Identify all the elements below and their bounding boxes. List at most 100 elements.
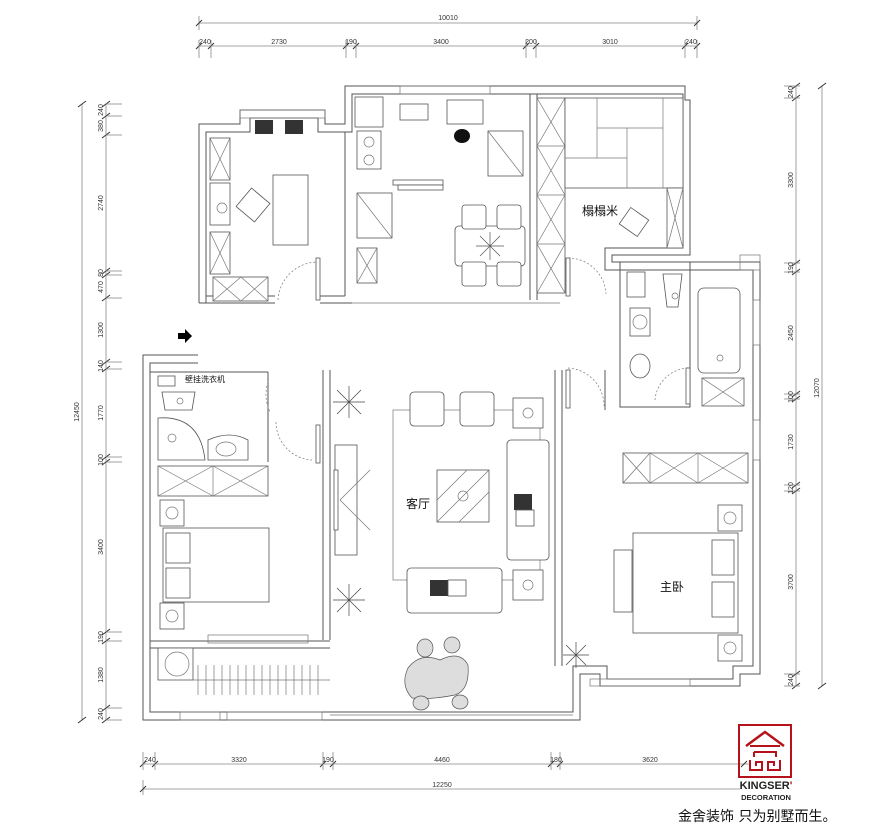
dining-chair	[461, 204, 487, 230]
pillow-icon	[430, 580, 448, 596]
dim-top-seg-3: 3400	[433, 39, 449, 46]
dim-bottom-seg-3: 4460	[434, 757, 450, 764]
armchair	[409, 391, 445, 427]
dim-right-seg-0: 240	[788, 86, 795, 98]
dim-left-seg-1: 380	[98, 120, 105, 132]
washbasin	[629, 353, 651, 379]
chair-icon	[235, 187, 271, 223]
brand-text: KINGSER	[739, 780, 790, 792]
dim-top-seg-1: 2730	[271, 39, 287, 46]
bathtub	[697, 287, 741, 374]
tv	[333, 469, 339, 531]
kingser-logo: KINGSER' DECORATION	[738, 724, 794, 806]
logo-emblem	[738, 724, 792, 778]
laundry-label: 壁挂洗衣机	[185, 374, 225, 384]
pillow-icon	[165, 532, 191, 564]
kitchen	[354, 96, 526, 287]
dim-bottom-seg-2: 190	[322, 757, 334, 764]
dim-top-seg-6: 240	[685, 39, 697, 46]
pillow-icon	[711, 539, 735, 576]
nightstand	[159, 499, 185, 527]
dim-left-seg-4: 470	[98, 281, 105, 293]
dim-bottom-seg-4: 180	[550, 757, 562, 764]
dim-left-seg-6: 140	[98, 360, 105, 372]
dim-left-seg-9: 3400	[98, 539, 105, 555]
washing-machine	[629, 307, 651, 337]
armchair	[459, 391, 495, 427]
dim-right-seg-2: 190	[788, 262, 795, 274]
stepping-stones	[404, 636, 469, 711]
bottom-dimension-lines: 240 3320 190 4460 180 3620 12250	[139, 752, 750, 795]
dim-right-seg-6: 120	[788, 482, 795, 494]
dim-left-seg-2: 2740	[98, 195, 105, 211]
dim-left-seg-12: 240	[98, 708, 105, 720]
right-dimension-lines: 12070 240 3300 190 2450 100 1730 120 370…	[784, 82, 827, 690]
chair-icon	[618, 206, 650, 238]
desk	[272, 174, 309, 246]
nightstand	[717, 504, 743, 532]
range-hood	[399, 103, 429, 121]
plant-icon	[333, 386, 365, 418]
brand-name: KINGSER'	[738, 780, 794, 792]
left-dimension-lines: 12450 240 380 2740 80 470 1300 140 1770	[74, 100, 122, 724]
bench	[613, 549, 633, 613]
dim-left-seg-10: 190	[98, 631, 105, 643]
brand-subtitle: DECORATION	[741, 793, 791, 802]
side-table	[512, 569, 544, 601]
dim-left-seg-11: 1380	[98, 667, 105, 683]
dim-right-total: 12070	[814, 378, 821, 398]
dim-bottom-seg-5: 3620	[642, 757, 658, 764]
second-bedroom	[159, 499, 270, 630]
room-label-living-room: 客厅	[406, 496, 430, 511]
dim-left-seg-0: 240	[98, 104, 105, 116]
dim-left-seg-5: 1300	[98, 322, 105, 338]
room-label-tatami: 榻榻米	[582, 204, 618, 218]
lamp-icon	[522, 579, 534, 591]
dim-right-seg-4: 100	[788, 391, 795, 403]
washbasin	[207, 434, 249, 461]
toilet-icon	[161, 391, 196, 411]
balcony	[157, 647, 330, 695]
master-bathroom	[565, 271, 745, 409]
plant-icon	[209, 182, 231, 226]
trash-can	[454, 129, 470, 143]
dim-left-seg-7: 1770	[98, 405, 105, 421]
room-label-master-bedroom: 主卧	[660, 580, 684, 594]
pillow-icon	[165, 567, 191, 599]
dim-bottom-total: 12250	[432, 782, 452, 789]
washing-machine	[157, 647, 194, 681]
pillow-icon	[285, 120, 303, 134]
flower-icon	[476, 232, 504, 260]
dim-bottom-seg-1: 3320	[231, 757, 247, 764]
brand-slogan: 金舍装饰 只为别墅而生。	[678, 809, 837, 825]
tatami-room: 榻榻米	[536, 97, 684, 297]
pillow-icon	[255, 120, 273, 134]
lamp-icon	[723, 511, 737, 525]
pillow-icon	[711, 581, 735, 618]
pillow-icon	[515, 509, 535, 527]
sink-icon	[446, 99, 484, 125]
dim-right-seg-5: 1730	[788, 434, 795, 450]
nightstand	[159, 602, 185, 630]
dim-top-seg-4: 200	[525, 39, 537, 46]
entrance-arrow-icon	[178, 329, 192, 343]
master-bedroom: 主卧	[563, 452, 749, 668]
dim-bottom-seg-0: 240	[144, 757, 156, 764]
living-room: 客厅	[333, 386, 550, 616]
side-table	[512, 397, 544, 429]
shower	[157, 417, 206, 461]
wardrobe	[622, 452, 749, 484]
toilet-icon	[662, 273, 683, 308]
secondary-bathroom: 壁挂洗衣机	[157, 374, 321, 497]
pillow-icon	[514, 494, 532, 510]
lamp-icon	[723, 641, 737, 655]
dim-top-seg-0: 240	[199, 39, 211, 46]
dim-top-seg-5: 3010	[602, 39, 618, 46]
wardrobe	[536, 97, 566, 294]
dining-chair	[496, 204, 522, 230]
dim-left-seg-3: 80	[98, 269, 105, 277]
dim-right-seg-7: 3700	[788, 574, 795, 590]
plant-icon	[563, 642, 589, 668]
study-room	[209, 120, 321, 302]
